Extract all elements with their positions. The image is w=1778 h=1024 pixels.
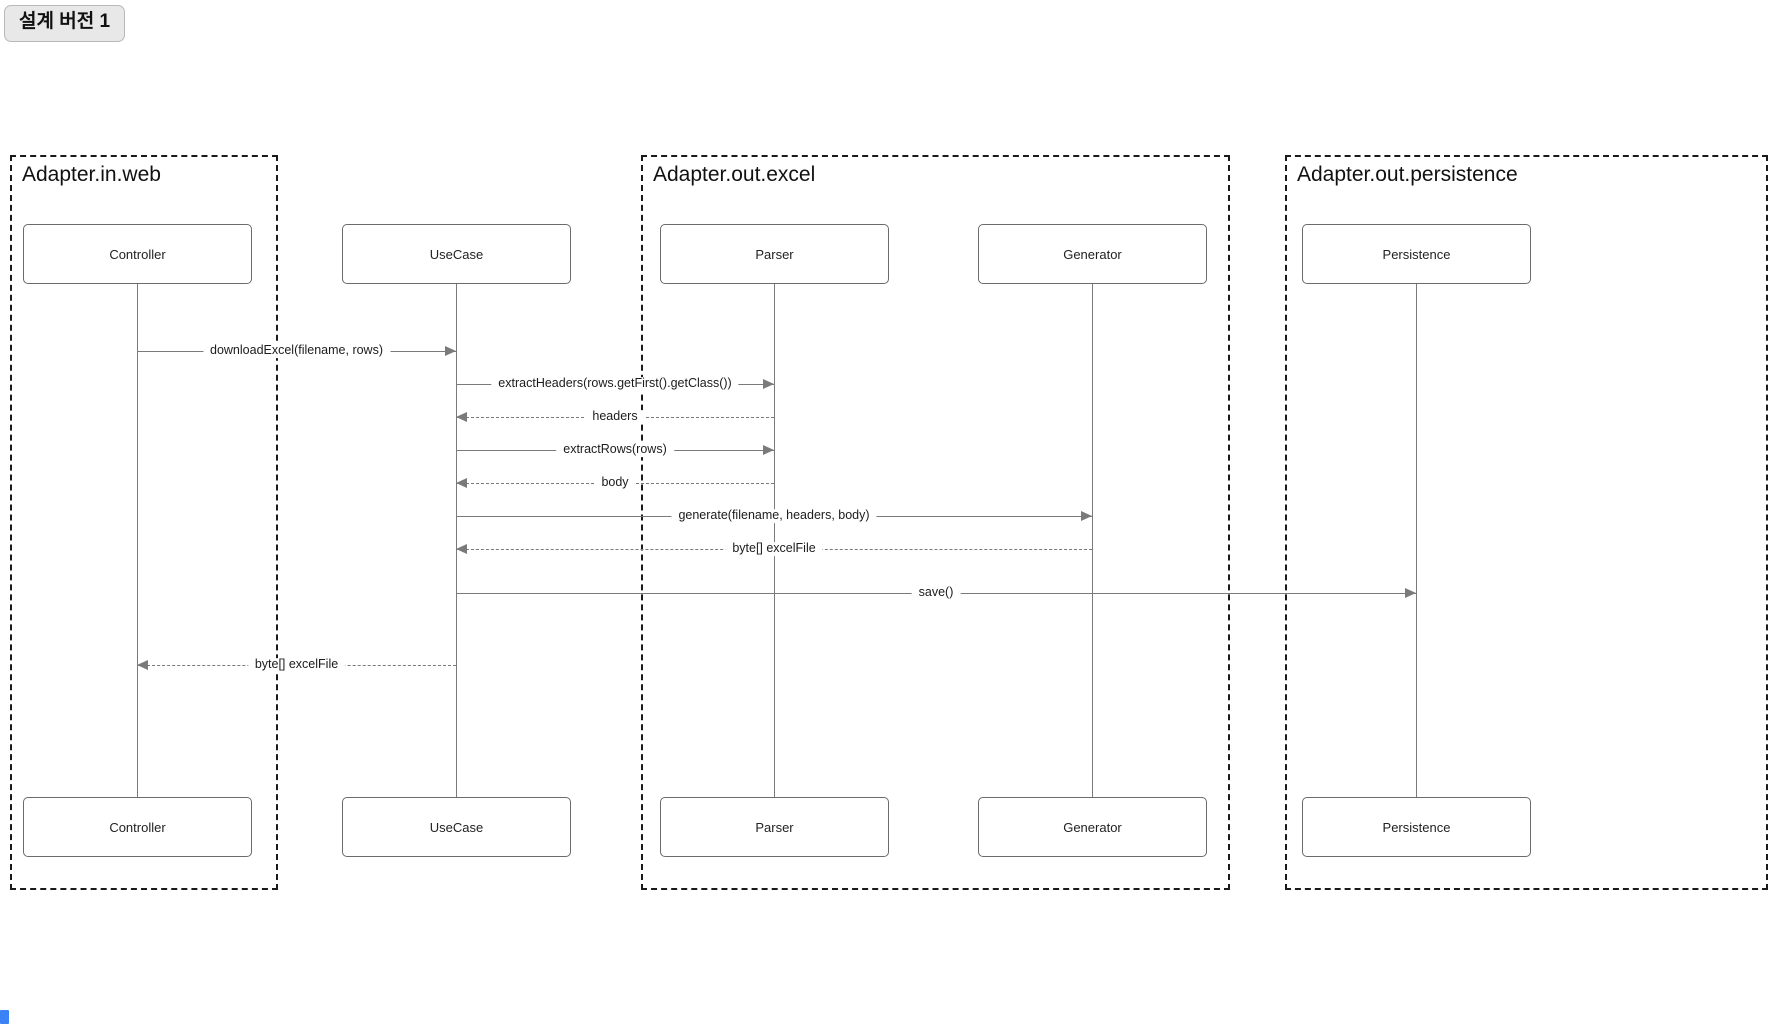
- participant-parser-top[interactable]: Parser: [660, 224, 889, 284]
- participant-label: Controller: [109, 246, 166, 262]
- arrow-head-icon: [137, 660, 148, 670]
- participant-persistence-top[interactable]: Persistence: [1302, 224, 1531, 284]
- package-box: Adapter.in.web: [10, 155, 278, 890]
- message-label: generate(filename, headers, body): [671, 508, 877, 523]
- participant-usecase-bottom[interactable]: UseCase: [342, 797, 571, 857]
- arrow-head-icon: [763, 379, 774, 389]
- lifeline-generator: [1092, 284, 1093, 797]
- participant-label: UseCase: [429, 819, 484, 835]
- participant-label: Persistence: [1382, 819, 1451, 835]
- selection-marker: [0, 1010, 9, 1024]
- participant-persistence-bottom[interactable]: Persistence: [1302, 797, 1531, 857]
- version-chip[interactable]: 설계 버전 1: [4, 5, 126, 42]
- lifeline-controller: [137, 284, 138, 797]
- arrow-head-icon: [456, 478, 467, 488]
- participant-controller-top[interactable]: Controller: [23, 224, 252, 284]
- arrow-head-icon: [1081, 511, 1092, 521]
- message-label: byte[] excelFile: [247, 657, 346, 672]
- participant-label: Persistence: [1382, 246, 1451, 262]
- participant-generator-bottom[interactable]: Generator: [978, 797, 1207, 857]
- package-label: Adapter.out.persistence: [1297, 163, 1518, 186]
- message-label: downloadExcel(filename, rows): [203, 343, 390, 358]
- participant-label: Generator: [1063, 819, 1122, 835]
- lifeline-parser: [774, 284, 775, 797]
- package-label: Adapter.in.web: [22, 163, 161, 186]
- package-box: Adapter.out.persistence: [1285, 155, 1768, 890]
- participant-parser-bottom[interactable]: Parser: [660, 797, 889, 857]
- participant-generator-top[interactable]: Generator: [978, 224, 1207, 284]
- arrow-head-icon: [1405, 588, 1416, 598]
- message-label: headers: [585, 409, 645, 424]
- participant-usecase-top[interactable]: UseCase: [342, 224, 571, 284]
- message-label: extractRows(rows): [556, 442, 674, 457]
- arrow-head-icon: [456, 412, 467, 422]
- message-label: save(): [911, 585, 961, 600]
- package-box: Adapter.out.excel: [641, 155, 1230, 890]
- message-label: body: [594, 475, 636, 490]
- participant-label: Generator: [1063, 246, 1122, 262]
- participant-controller-bottom[interactable]: Controller: [23, 797, 252, 857]
- arrow-head-icon: [456, 544, 467, 554]
- participant-label: Controller: [109, 819, 166, 835]
- message-label: byte[] excelFile: [725, 541, 823, 556]
- participant-label: Parser: [755, 246, 794, 262]
- lifeline-usecase: [456, 284, 457, 797]
- package-label: Adapter.out.excel: [653, 163, 816, 186]
- participant-label: Parser: [755, 819, 794, 835]
- message-label: extractHeaders(rows.getFirst().getClass(…: [491, 376, 739, 391]
- arrow-head-icon: [445, 346, 456, 356]
- arrow-head-icon: [763, 445, 774, 455]
- participant-label: UseCase: [429, 246, 484, 262]
- lifeline-persistence: [1416, 284, 1417, 797]
